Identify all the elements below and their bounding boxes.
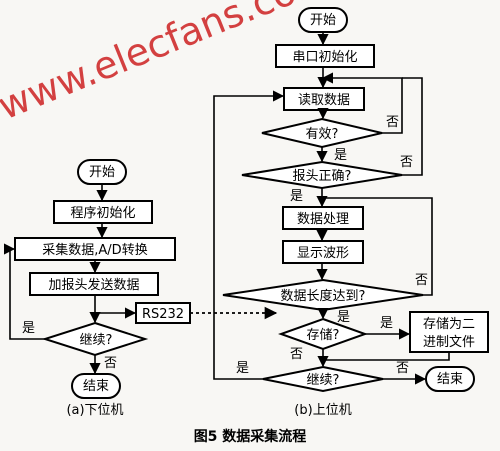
- left-init-label: 程序初始化: [70, 206, 135, 221]
- right-store-box-line1: 存储为二: [423, 317, 475, 332]
- left-yes-label: 是: [22, 321, 35, 336]
- right-header-yes-label: 是: [290, 189, 303, 204]
- left-end-node: [71, 373, 121, 399]
- right-caption: (b)上位机: [294, 403, 351, 418]
- right-header-label: 报头正确?: [293, 169, 352, 184]
- right-continue-yes-label: 是: [236, 361, 249, 376]
- right-header-no-label: 否: [400, 155, 413, 170]
- left-end-label: 结束: [83, 379, 109, 394]
- rs232-label: RS232: [142, 307, 184, 322]
- right-continue-label: 继续?: [307, 373, 340, 388]
- right-length-no-label: 否: [415, 273, 428, 288]
- right-continue-no-label: 否: [396, 361, 409, 376]
- right-start-label: 开始: [310, 13, 336, 28]
- right-display-box: [282, 240, 364, 264]
- right-process-box: [282, 206, 364, 230]
- right-serial-init-label: 串口初始化: [292, 50, 357, 65]
- right-end-node: [425, 366, 475, 392]
- right-process-label: 数据处理: [297, 212, 349, 227]
- right-read-label: 读取数据: [298, 93, 350, 108]
- right-store-yes-label: 是: [380, 316, 393, 331]
- right-valid-label: 有效?: [306, 127, 339, 142]
- left-continue-label: 继续?: [80, 333, 113, 348]
- left-send-label: 加报头发送数据: [48, 277, 139, 293]
- right-serial-init-box: [275, 44, 375, 68]
- right-store-box-line2: 进制文件: [423, 335, 475, 350]
- right-valid-yes-label: 是: [334, 148, 347, 163]
- figure-title: 图5 数据采集流程: [194, 428, 307, 445]
- left-start-label: 开始: [89, 165, 115, 180]
- left-no-label: 否: [104, 356, 117, 371]
- left-init-box: [53, 200, 153, 224]
- left-send-box: [29, 272, 159, 296]
- right-length-yes-label: 是: [337, 310, 350, 325]
- right-length-label: 数据长度达到?: [281, 288, 366, 304]
- right-store-no-label: 否: [290, 347, 303, 362]
- right-end-label: 结束: [437, 372, 463, 387]
- left-collect-label: 采集数据,A/D转换: [42, 242, 147, 258]
- right-continue-diamond: [262, 365, 384, 393]
- left-caption: (a)下位机: [66, 403, 123, 418]
- right-display-label: 显示波形: [297, 246, 349, 261]
- right-store-box: [409, 311, 489, 353]
- right-valid-no-label: 否: [386, 115, 399, 130]
- right-store-label: 存储?: [307, 328, 340, 343]
